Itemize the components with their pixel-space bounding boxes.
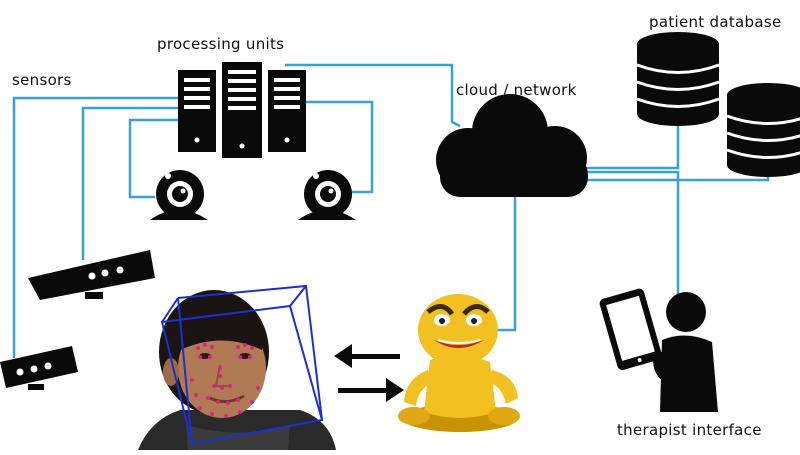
- connector-webcam-right: [300, 100, 374, 194]
- server-icon: [268, 70, 306, 152]
- connector-sensor-high: [81, 106, 180, 260]
- connector-cloud-db1: [575, 118, 680, 170]
- webcam-icon: [150, 170, 208, 220]
- server-icon: [222, 62, 262, 158]
- depth-sensor-icon: [0, 346, 78, 390]
- connector-webcam-left: [128, 118, 185, 199]
- connector-cloud-robot: [488, 193, 517, 332]
- face-bounding-box: [160, 284, 324, 446]
- sensors-label: sensors: [12, 71, 72, 89]
- tablet-user-icon: [599, 288, 718, 412]
- cloud-icon: [436, 94, 588, 197]
- depth-sensor-icon: [28, 250, 155, 300]
- server-icon: [178, 70, 216, 152]
- patient-database-label: patient database: [649, 13, 782, 31]
- connector-sensor-low: [12, 96, 180, 358]
- therapist-interface-label: therapist interface: [617, 421, 762, 439]
- face-landmarks: [190, 343, 260, 418]
- webcam-icon: [298, 170, 356, 220]
- connector-server-cloud: [285, 63, 461, 128]
- swap-arrows-icon: [334, 344, 404, 402]
- robot-toy-icon: [398, 294, 520, 432]
- connectors: [12, 63, 770, 358]
- database-icon: [636, 32, 720, 126]
- face-tracking-image: [138, 284, 336, 450]
- connector-cloud-therapist: [578, 170, 680, 295]
- cloud-network-label: cloud / network: [456, 81, 577, 99]
- database-icon: [726, 83, 800, 177]
- processing-units-label: processing units: [157, 35, 285, 53]
